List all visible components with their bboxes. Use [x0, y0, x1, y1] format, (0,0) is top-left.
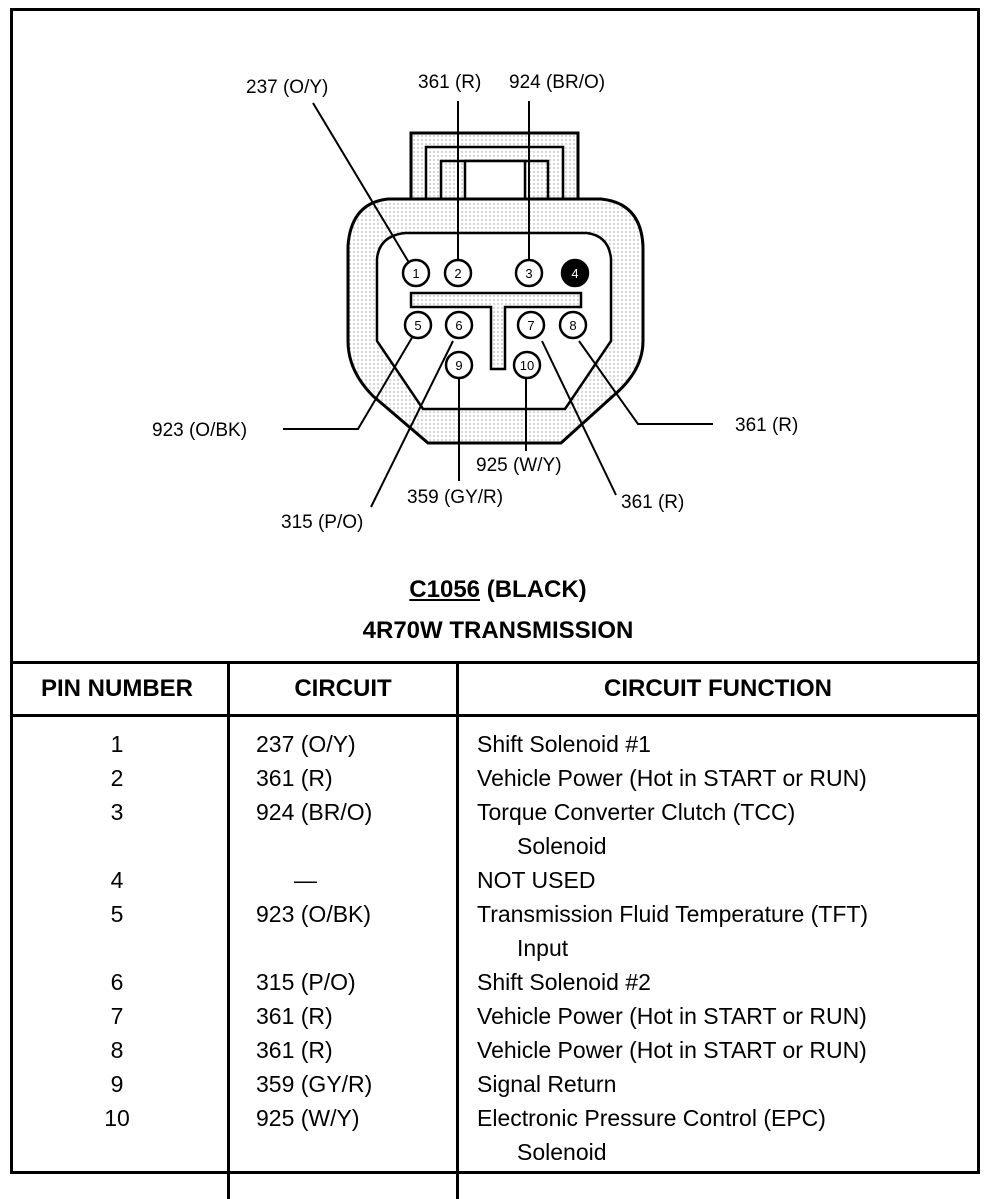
connector-color: (BLACK)	[487, 576, 587, 603]
diagram-frame: 1 2 3 4 5 6 7	[10, 8, 980, 1174]
function-cell: Vehicle Power (Hot in START or RUN)	[458, 999, 978, 1033]
label-pin6: 315 (P/O)	[281, 512, 363, 533]
circuit-cell: 237 (O/Y)	[229, 716, 458, 762]
pin-7-number: 7	[527, 318, 534, 333]
pin-cell: 4	[13, 863, 229, 897]
pin-cell: 9	[13, 1067, 229, 1101]
table-row: 4— NOT USED	[13, 863, 977, 897]
pin-3-number: 3	[525, 266, 532, 281]
function-text: Shift Solenoid #1	[477, 731, 651, 757]
pin-3: 3	[516, 260, 542, 286]
pin-10-number: 10	[520, 358, 534, 373]
function-cell: Vehicle Power (Hot in START or RUN)	[458, 761, 978, 795]
pin-8: 8	[560, 312, 586, 338]
label-pin1: 237 (O/Y)	[246, 77, 328, 98]
function-cell: NOT USED	[458, 863, 978, 897]
label-pin7: 361 (R)	[621, 492, 684, 513]
function-text: Vehicle Power (Hot in START or RUN)	[477, 765, 867, 791]
pin-cell: 8	[13, 1033, 229, 1067]
pin-8-number: 8	[569, 318, 576, 333]
pin-5: 5	[405, 312, 431, 338]
filler-cell	[13, 1169, 229, 1199]
circuit-cell: 925 (W/Y)	[229, 1101, 458, 1169]
pin-5-number: 5	[414, 318, 421, 333]
connector-diagram: 1 2 3 4 5 6 7	[13, 11, 977, 661]
function-cell: Torque Converter Clutch (TCC) Solenoid	[458, 795, 978, 863]
function-text: Torque Converter Clutch (TCC)	[477, 799, 795, 825]
pin-cell: 6	[13, 965, 229, 999]
header-circuit: CIRCUIT	[229, 663, 458, 716]
label-pin2: 361 (R)	[418, 72, 481, 93]
label-pin8: 361 (R)	[735, 415, 798, 436]
function-text: Transmission Fluid Temperature (TFT)	[477, 901, 868, 927]
function-cell: Electronic Pressure Control (EPC) Solenoi…	[458, 1101, 978, 1169]
label-pin5: 923 (O/BK)	[152, 420, 247, 441]
function-text: Shift Solenoid #2	[477, 969, 651, 995]
pin-cell: 1	[13, 716, 229, 762]
transmission-title: 4R70W TRANSMISSION	[13, 617, 983, 645]
label-pin3: 924 (BR/O)	[509, 72, 605, 93]
header-pin-number: PIN NUMBER	[13, 663, 229, 716]
function-cell: Shift Solenoid #2	[458, 965, 978, 999]
pin-9-number: 9	[455, 358, 462, 373]
circuit-cell: 924 (BR/O)	[229, 795, 458, 863]
pin-6-number: 6	[455, 318, 462, 333]
pin-cell: 10	[13, 1101, 229, 1169]
pin-4-number: 4	[571, 266, 578, 281]
pin-1: 1	[403, 260, 429, 286]
function-text: NOT USED	[477, 867, 595, 893]
table-header-row: PIN NUMBER CIRCUIT CIRCUIT FUNCTION	[13, 663, 977, 716]
circuit-cell: 923 (O/BK)	[229, 897, 458, 965]
circuit-cell: 315 (P/O)	[229, 965, 458, 999]
label-pin9: 359 (GY/R)	[407, 487, 503, 508]
pin-6: 6	[446, 312, 472, 338]
pin-cell: 3	[13, 795, 229, 863]
label-pin10: 925 (W/Y)	[476, 455, 562, 476]
pin-cell: 5	[13, 897, 229, 965]
pin-7: 7	[518, 312, 544, 338]
function-cell: Transmission Fluid Temperature (TFT) Inpu…	[458, 897, 978, 965]
circuit-cell: 359 (GY/R)	[229, 1067, 458, 1101]
function-continuation: Input	[477, 931, 977, 965]
pin-2: 2	[445, 260, 471, 286]
function-continuation: Solenoid	[477, 829, 977, 863]
function-text: Vehicle Power (Hot in START or RUN)	[477, 1003, 867, 1029]
header-circuit-function: CIRCUIT FUNCTION	[458, 663, 978, 716]
function-cell: Vehicle Power (Hot in START or RUN)	[458, 1033, 978, 1067]
pin-cell: 2	[13, 761, 229, 795]
pin-9: 9	[446, 352, 472, 378]
pin-4: 4	[562, 260, 588, 286]
circuit-cell: 361 (R)	[229, 999, 458, 1033]
table-filler-row	[13, 1169, 977, 1199]
circuit-cell: 361 (R)	[229, 761, 458, 795]
filler-cell	[229, 1169, 458, 1199]
function-text: Signal Return	[477, 1071, 616, 1097]
circuit-cell: —	[229, 863, 458, 897]
function-continuation: Solenoid	[477, 1135, 977, 1169]
pin-2-number: 2	[454, 266, 461, 281]
function-cell: Signal Return	[458, 1067, 978, 1101]
circuit-cell: 361 (R)	[229, 1033, 458, 1067]
pin-1-number: 1	[412, 266, 419, 281]
function-text: Electronic Pressure Control (EPC)	[477, 1105, 826, 1131]
function-text: Vehicle Power (Hot in START or RUN)	[477, 1037, 867, 1063]
pin-cell: 7	[13, 999, 229, 1033]
connector-id: C1056	[409, 576, 480, 603]
connector-title: C1056 (BLACK)	[13, 576, 983, 604]
function-cell: Shift Solenoid #1	[458, 716, 978, 762]
filler-cell	[458, 1169, 978, 1199]
pin-10: 10	[514, 352, 540, 378]
